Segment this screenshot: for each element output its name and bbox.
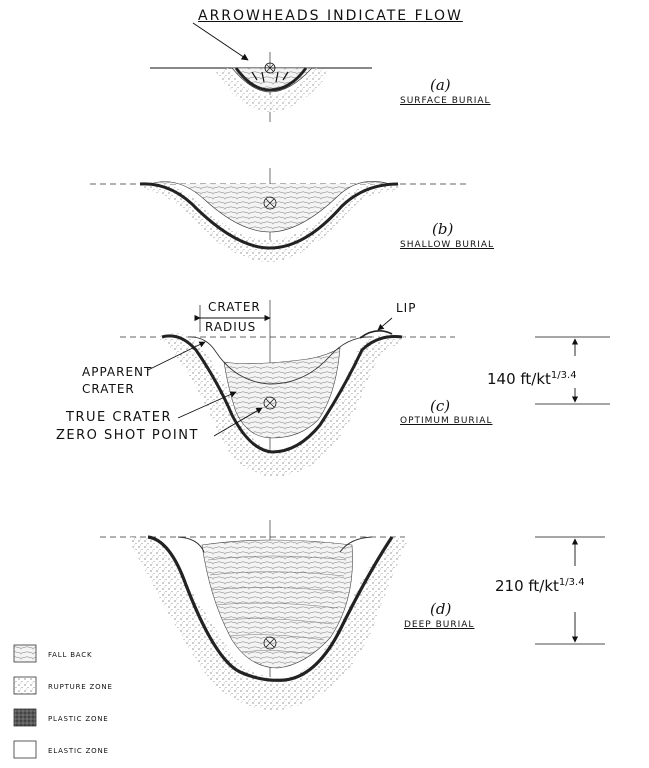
diagram-title: ARROWHEADS INDICATE FLOW [198, 8, 463, 24]
optimum-depth-label: 140 ft/kt1/3.4 [487, 370, 577, 388]
apparent-crater-label-line1: APPARENT [82, 365, 153, 379]
crater-a [150, 22, 372, 122]
deep-depth-exponent: 1/3.4 [558, 577, 585, 588]
case-c-letter: (c) [430, 397, 451, 415]
legend-swatch-fallback [13, 644, 37, 663]
deep-depth-label: 210 ft/kt1/3.4 [495, 577, 585, 595]
lip-label: LIP [396, 301, 417, 315]
crater-b [90, 168, 470, 262]
true-crater-label: TRUE CRATER [66, 410, 172, 425]
case-c-name: OPTIMUM BURIAL [400, 416, 493, 426]
case-a-letter: (a) [430, 76, 451, 94]
crater-label: CRATER [208, 300, 261, 314]
case-d-name: DEEP BURIAL [404, 620, 475, 630]
crater-c [120, 300, 610, 477]
legend-label-elastic: ELASTIC ZONE [48, 747, 109, 755]
case-b-letter: (b) [432, 220, 454, 238]
zero-shot-point-label: ZERO SHOT POINT [56, 428, 199, 443]
optimum-depth-exponent: 1/3.4 [550, 370, 577, 381]
deep-depth-value: 210 ft/kt [495, 577, 559, 595]
case-a-name: SURFACE BURIAL [400, 96, 491, 106]
apparent-crater-label-line2: CRATER [82, 382, 135, 396]
legend-label-plastic: PLASTIC ZONE [48, 715, 109, 723]
legend-label-rupture: RUPTURE ZONE [48, 683, 113, 691]
legend-label-fallback: FALL BACK [48, 651, 93, 659]
optimum-depth-value: 140 ft/kt [487, 370, 551, 388]
radius-label: RADIUS [205, 320, 257, 334]
case-d-letter: (d) [430, 600, 452, 618]
legend-swatch-rupture [13, 676, 37, 695]
legend-swatch-elastic [13, 740, 37, 759]
legend-swatches [13, 644, 37, 759]
legend-swatch-plastic [13, 708, 37, 727]
case-b-name: SHALLOW BURIAL [400, 240, 495, 250]
crater-d [100, 520, 605, 711]
